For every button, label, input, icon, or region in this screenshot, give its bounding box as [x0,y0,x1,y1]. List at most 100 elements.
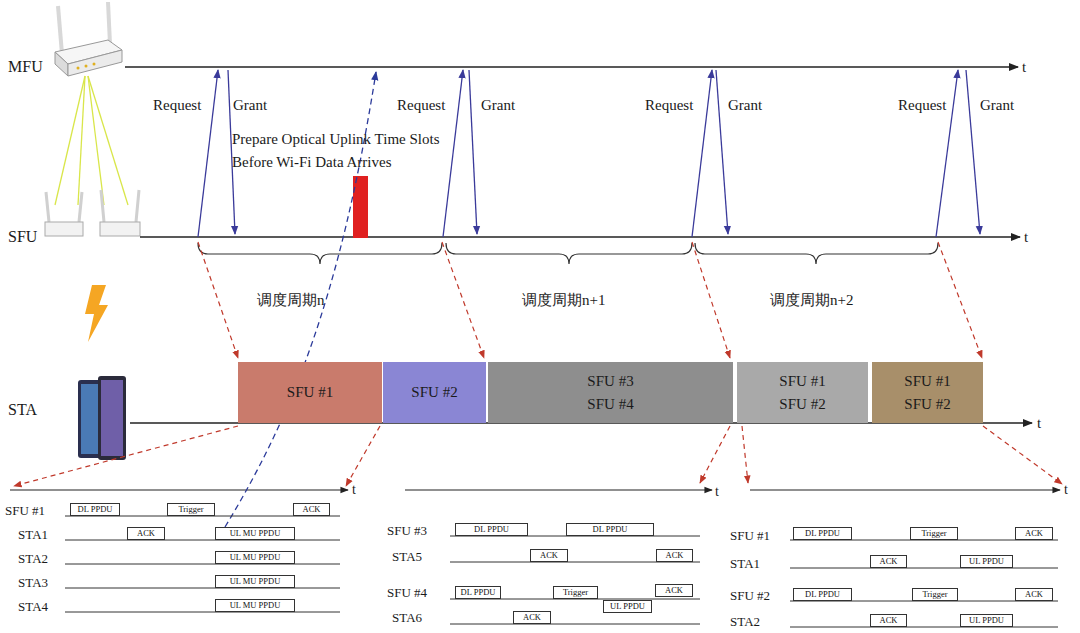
diagram-label: Request [397,98,445,113]
frame-block: SFU #1SFU #2 [737,362,868,423]
period-brace [695,243,938,264]
router-body [100,222,140,236]
time-axis [405,489,712,490]
router-antenna [136,190,139,222]
period-brace [446,243,692,264]
node-text: UL MU PPDU [230,577,281,586]
node-text: SFU #2 [779,396,825,413]
ppdu-box: DL PPDU [455,523,528,536]
diagram-label: t [1064,483,1068,497]
node-text: ACK [303,505,321,514]
node-text: ACK [880,616,898,625]
time-axis [140,236,1020,238]
ppdu-box: UL MU PPDU [215,575,295,588]
request-arrow [692,70,712,237]
diagram-label: Grant [481,98,515,113]
row-line [65,540,340,541]
ppdu-box: UL MU PPDU [215,599,295,612]
node-text: ACK [666,551,684,560]
ppdu-box: DL PPDU [455,586,501,599]
router-led [93,63,96,66]
leader-line [442,242,484,358]
period-brace [198,243,442,264]
node-text: SFU #1 [287,384,333,401]
ppdu-box: Trigger [912,588,958,601]
diagram-label: STA [8,402,37,418]
ppdu-box: Trigger [553,586,598,599]
diagram-label: Grant [980,98,1014,113]
row-line [790,568,1058,569]
diagram-label: STA2 [730,615,760,628]
ppdu-box: UL MU PPDU [215,551,295,564]
time-axis [750,489,1060,490]
diagram-label: Grant [728,98,762,113]
diagram-label: t [1022,60,1026,75]
router-body [45,222,83,236]
diagram-label: STA4 [18,600,48,613]
diagram-label: t [715,485,719,499]
ppdu-box: Trigger [167,503,215,516]
node-text: SFU #4 [587,396,633,413]
router-antenna [108,2,110,44]
node-text: DL PPDU [593,525,628,534]
node-text: DL PPDU [78,505,113,514]
node-text: ACK [1025,590,1043,599]
node-text: Trigger [563,588,588,597]
leader-line [14,426,238,486]
ppdu-box: ACK [1015,588,1053,601]
diagram-label: STA1 [730,557,760,570]
router-antenna [46,192,49,222]
request-arrow [198,70,218,237]
diagram-label: 调度周期n+2 [770,293,853,308]
node-text: ACK [1025,529,1043,538]
ppdu-box: ACK [293,503,330,516]
grant-arrow [228,70,235,234]
leader-line [692,242,730,358]
row-line [65,564,340,565]
frame-block: SFU #1 [238,362,382,423]
diagram-label: Request [898,98,946,113]
diagram-label: t [1024,230,1028,245]
grant-arrow [716,70,728,234]
leader-line [938,242,982,358]
grant-arrow [469,70,477,234]
diagram-label: STA1 [18,528,48,541]
ppdu-box: UL PPDU [960,614,1013,627]
node-text: DL PPDU [805,529,840,538]
phone-body [98,376,126,460]
diagram-label: Request [645,98,693,113]
ppdu-box: UL PPDU [960,555,1013,568]
ppdu-box: Trigger [910,527,958,540]
ppdu-box: ACK [513,611,551,624]
leader-line [983,426,1062,484]
router-antenna [79,192,82,222]
ppdu-box: UL PPDU [603,600,652,613]
diagram-label: Request [153,98,201,113]
diagram-label: SFU #4 [387,586,427,599]
node-text: ACK [137,529,155,538]
fiber-line [55,76,85,205]
ppdu-box: DL PPDU [70,503,120,516]
ppdu-box: ACK [870,555,907,568]
node-text: DL PPDU [474,525,509,534]
node-text: SFU #3 [587,373,633,390]
phone-screen [101,380,123,456]
router-antenna [58,6,62,54]
row-line [450,624,700,625]
node-text: ACK [540,551,558,560]
node-text: Trigger [921,529,946,538]
node-text: UL MU PPDU [230,553,281,562]
diagram-label: 调度周期n+1 [522,293,605,308]
diagram-label: SFU [8,229,37,245]
fiber-line [88,76,104,205]
node-text: DL PPDU [461,588,496,597]
ppdu-box: UL MU PPDU [215,527,295,540]
fiber-line [78,76,85,205]
node-text: UL MU PPDU [230,601,281,610]
ppdu-box: DL PPDU [793,588,852,601]
uplink-slot [353,176,368,238]
node-text: UL PPDU [969,616,1004,625]
request-arrow [443,70,463,237]
diagram-label: MFU [8,59,43,75]
